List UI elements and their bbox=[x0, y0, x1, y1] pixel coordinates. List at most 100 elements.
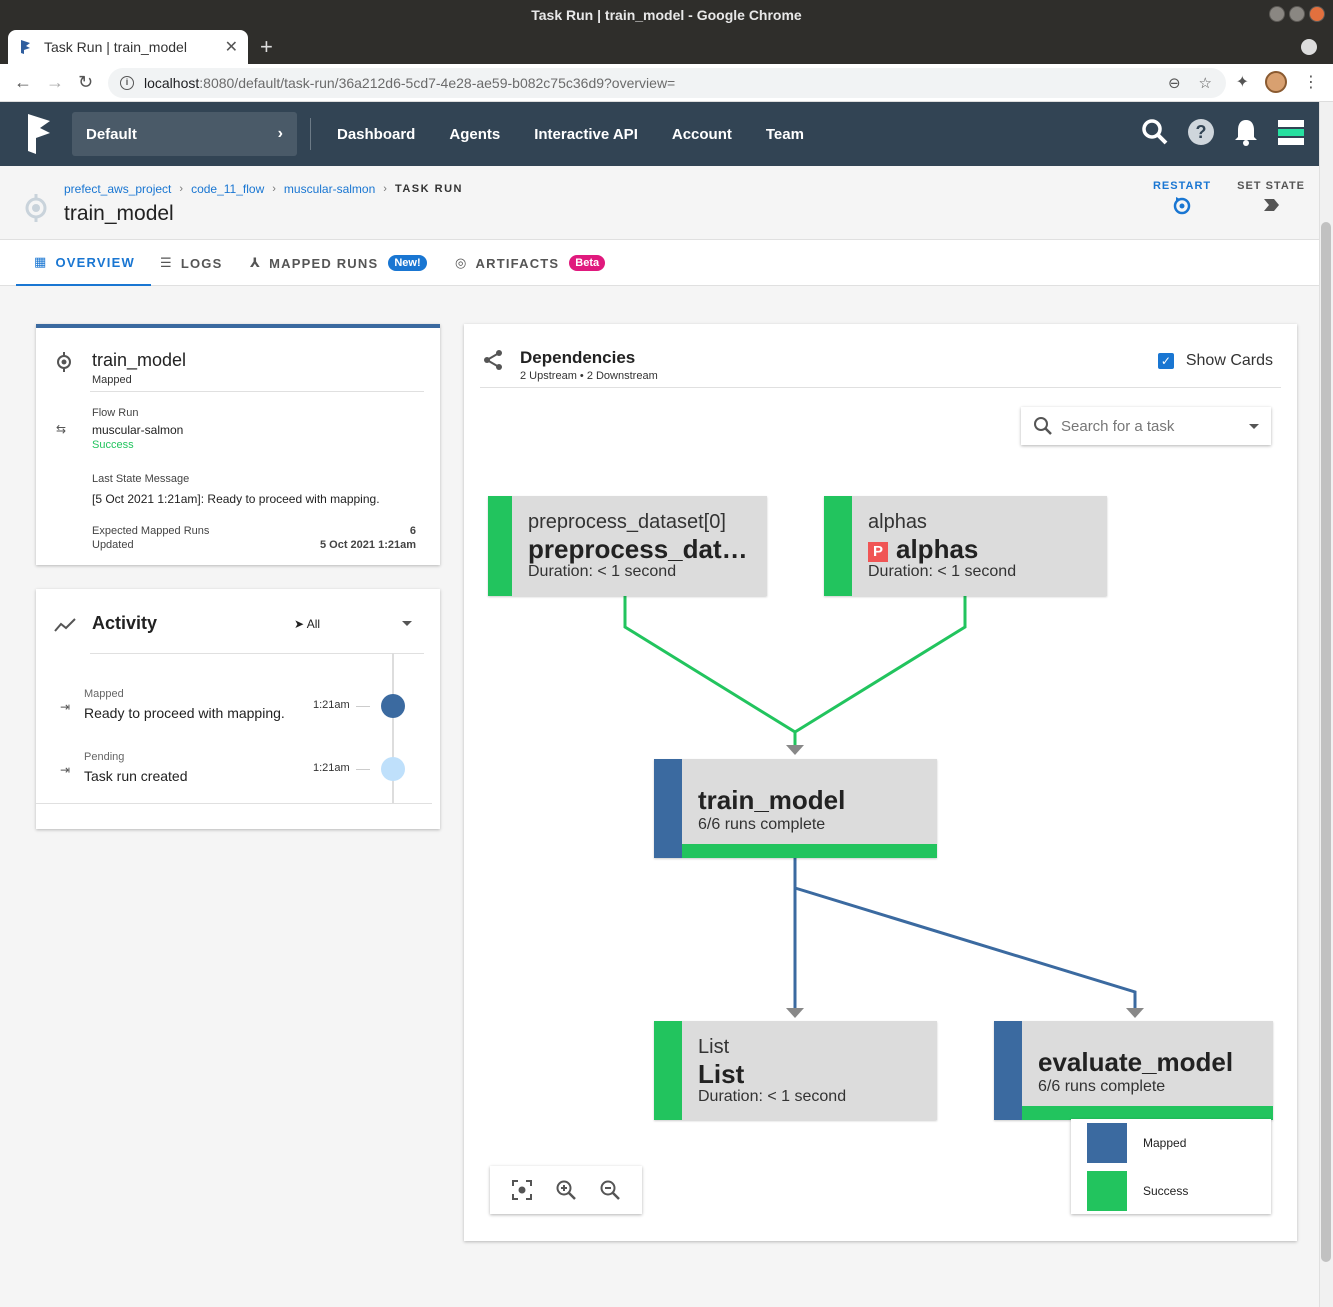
tab-artifacts-label: ARTIFACTS bbox=[475, 255, 560, 271]
maximize-icon[interactable] bbox=[1289, 6, 1305, 22]
bookmark-star-icon[interactable]: ☆ bbox=[1198, 75, 1212, 92]
profile-avatar[interactable] bbox=[1265, 71, 1287, 93]
beta-badge: Beta bbox=[569, 255, 606, 271]
flow-run-link[interactable]: muscular-salmon bbox=[92, 423, 184, 437]
nav-team[interactable]: Team bbox=[765, 125, 804, 143]
tab-close-icon[interactable]: ✕ bbox=[224, 39, 238, 56]
notifications-bell-icon[interactable] bbox=[1233, 118, 1259, 146]
node-list[interactable]: List List Duration: < 1 second bbox=[654, 1021, 937, 1120]
nav-account[interactable]: Account bbox=[671, 125, 732, 143]
arrow-head bbox=[1126, 1008, 1144, 1018]
close-window-icon[interactable] bbox=[1309, 6, 1325, 22]
node-evaluate-model[interactable]: evaluate_model 6/6 runs complete bbox=[994, 1021, 1273, 1120]
dropdown-caret-icon[interactable] bbox=[1249, 423, 1259, 429]
chrome-menu-icon[interactable]: ⋮ bbox=[1303, 74, 1319, 91]
edge-train-evaluate bbox=[794, 886, 1137, 1012]
dependency-edges bbox=[623, 596, 1144, 1018]
node-subtitle: List bbox=[698, 1036, 730, 1058]
browser-tab[interactable]: Task Run | train_model ✕ bbox=[8, 30, 248, 64]
tab-mapped-runs[interactable]: ⅄ MAPPED RUNS New! bbox=[250, 240, 427, 286]
divider bbox=[90, 391, 424, 392]
edge-preprocess-train bbox=[623, 596, 797, 749]
chevron-right-icon: › bbox=[272, 183, 276, 195]
flow-run-label: Flow Run bbox=[92, 407, 139, 419]
node-duration: Duration: < 1 second bbox=[698, 1088, 847, 1105]
address-bar[interactable]: i localhost :8080/default/task-run/36a21… bbox=[108, 68, 1226, 98]
page-tabs: ▦ OVERVIEW ☰ LOGS ⅄ MAPPED RUNS New! ◎ A… bbox=[0, 240, 1319, 286]
server-status-icon[interactable] bbox=[1277, 118, 1305, 146]
zoom-page-icon[interactable]: ⊖ bbox=[1167, 75, 1181, 92]
node-preprocess-dataset[interactable]: preprocess_dataset[0] preprocess_dat… Du… bbox=[488, 496, 767, 596]
nav-dashboard[interactable]: Dashboard bbox=[337, 125, 416, 143]
search-icon[interactable] bbox=[1141, 118, 1169, 146]
tab-search-icon[interactable] bbox=[1301, 39, 1317, 55]
node-runs-complete: 6/6 runs complete bbox=[698, 816, 826, 833]
state-change-icon: ⇥ bbox=[60, 700, 71, 714]
tab-title: Task Run | train_model bbox=[44, 39, 187, 55]
project-selector[interactable]: Default › bbox=[72, 112, 297, 156]
svg-text:?: ? bbox=[1196, 122, 1207, 142]
search-icon bbox=[1034, 417, 1052, 435]
updated-label: Updated bbox=[92, 539, 134, 551]
prefect-logo-icon[interactable] bbox=[26, 114, 56, 154]
show-cards-toggle[interactable]: ✓ Show Cards bbox=[1157, 352, 1273, 370]
task-search-input[interactable]: Search for a task bbox=[1021, 407, 1271, 445]
tab-artifacts[interactable]: ◎ ARTIFACTS Beta bbox=[455, 240, 606, 286]
task-details-card: train_model Mapped ⇆ Flow Run muscular-s… bbox=[36, 324, 440, 565]
activity-trend-icon bbox=[54, 618, 76, 632]
details-state: Mapped bbox=[92, 374, 132, 386]
details-title: train_model bbox=[92, 350, 187, 370]
search-placeholder: Search for a task bbox=[1061, 417, 1175, 435]
zoom-out-icon[interactable] bbox=[599, 1179, 621, 1201]
zoom-in-icon[interactable] bbox=[555, 1179, 577, 1201]
new-badge: New! bbox=[388, 255, 427, 271]
breadcrumb: prefect_aws_project › code_11_flow › mus… bbox=[64, 182, 463, 196]
tab-overview[interactable]: ▦ OVERVIEW bbox=[16, 240, 151, 286]
page-scrollbar[interactable] bbox=[1319, 102, 1333, 1307]
event-message: Task run created bbox=[84, 768, 188, 784]
tab-strip: Task Run | train_model ✕ + bbox=[0, 30, 1333, 64]
fingerprint-icon: ◎ bbox=[455, 255, 468, 270]
activity-filter[interactable]: ➤ All bbox=[294, 617, 320, 631]
url-path: :8080/default/task-run/36a212d6-5cd7-4e2… bbox=[199, 75, 676, 91]
legend-item-success: Success bbox=[1087, 1171, 1188, 1211]
node-train-model[interactable]: train_model 6/6 runs complete bbox=[654, 759, 937, 858]
node-name: preprocess_dat… bbox=[528, 534, 748, 564]
page-actions: RESTART SET STATE bbox=[1153, 180, 1305, 216]
set-state-button[interactable]: SET STATE bbox=[1237, 180, 1305, 216]
breadcrumb-flow-run[interactable]: muscular-salmon bbox=[283, 182, 376, 196]
app-header: Default › Dashboard Agents Interactive A… bbox=[0, 102, 1319, 166]
extensions-icon[interactable]: ✦ bbox=[1235, 74, 1249, 91]
nav-agents[interactable]: Agents bbox=[449, 125, 501, 143]
legend-label: Mapped bbox=[1143, 1136, 1187, 1150]
new-tab-icon[interactable]: + bbox=[260, 34, 273, 59]
reload-icon[interactable]: ↻ bbox=[78, 72, 94, 92]
node-state-bar bbox=[824, 496, 852, 596]
divider bbox=[36, 803, 432, 804]
dropdown-caret-icon[interactable] bbox=[402, 621, 412, 626]
last-state-text: Ready to proceed with mapping. bbox=[207, 492, 380, 506]
forward-icon[interactable]: → bbox=[46, 72, 64, 92]
breadcrumb-flow[interactable]: code_11_flow bbox=[191, 182, 265, 196]
event-state-dot bbox=[381, 757, 405, 781]
activity-timeline bbox=[392, 653, 394, 803]
flow-run-state: Success bbox=[92, 439, 134, 451]
center-focus-icon[interactable] bbox=[511, 1179, 533, 1201]
show-cards-checkbox[interactable]: ✓ bbox=[1157, 353, 1174, 369]
nav-interactive-api[interactable]: Interactive API bbox=[534, 125, 638, 143]
help-icon[interactable]: ? bbox=[1187, 118, 1215, 146]
back-icon[interactable]: ← bbox=[14, 72, 32, 92]
scrollbar-thumb[interactable] bbox=[1321, 222, 1331, 1262]
tab-logs[interactable]: ☰ LOGS bbox=[160, 240, 223, 286]
minimize-icon[interactable] bbox=[1269, 6, 1285, 22]
dependencies-title: Dependencies bbox=[520, 348, 636, 367]
site-info-icon[interactable]: i bbox=[120, 76, 134, 90]
restart-button[interactable]: RESTART bbox=[1153, 180, 1211, 216]
tab-mapped-runs-label: MAPPED RUNS bbox=[269, 255, 379, 271]
dependencies-card: Dependencies 2 Upstream • 2 Downstream ✓… bbox=[464, 324, 1297, 1241]
breadcrumb-project[interactable]: prefect_aws_project bbox=[64, 182, 172, 196]
tab-logs-label: LOGS bbox=[180, 255, 223, 271]
edge-alphas-train bbox=[794, 596, 967, 734]
breadcrumb-current: TASK RUN bbox=[394, 183, 463, 195]
